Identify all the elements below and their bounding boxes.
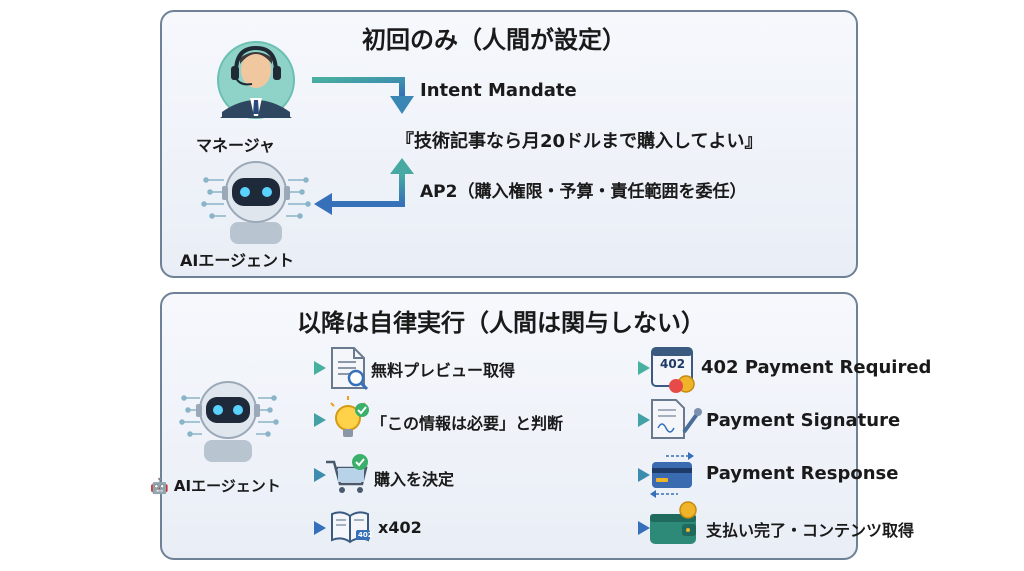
autonomous-panel-title: 以降は自律実行（人間は関与しない） bbox=[297, 309, 705, 337]
bottom-agent-text: AIエージェント bbox=[173, 477, 281, 495]
step-free-preview: 無料プレビュー取得 bbox=[371, 361, 516, 380]
intent-mandate-label: Intent Mandate bbox=[420, 80, 577, 101]
step-payment-complete: 支払い完了・コンテンツ取得 bbox=[706, 521, 915, 540]
bottom-agent-label: 🤖 AIエージェント bbox=[150, 475, 281, 496]
book-402-code: 402 bbox=[358, 531, 373, 539]
step-x402: x402 bbox=[378, 518, 422, 537]
step-decide-purchase: 購入を決定 bbox=[374, 470, 455, 489]
invoice-402-code: 402 bbox=[660, 357, 686, 371]
ap2-label: AP2（購入権限・予算・責任範囲を委任） bbox=[420, 182, 747, 202]
mandate-quote: 『技術記事なら月20ドルまで購入してよい』 bbox=[396, 131, 763, 152]
step-402-payment-required: 402 Payment Required bbox=[701, 357, 932, 378]
step-payment-response: Payment Response bbox=[706, 463, 899, 484]
manager-label: マネージャ bbox=[196, 136, 275, 155]
step-judge-needed: 「この情報は必要」と判断 bbox=[371, 414, 564, 433]
step-payment-signature: Payment Signature bbox=[706, 410, 901, 431]
autonomous-panel bbox=[160, 292, 858, 560]
setup-panel-title: 初回のみ（人間が設定） bbox=[362, 26, 626, 54]
robot-emoji-icon: 🤖 bbox=[150, 477, 169, 495]
top-agent-label: AIエージェント bbox=[180, 251, 295, 270]
